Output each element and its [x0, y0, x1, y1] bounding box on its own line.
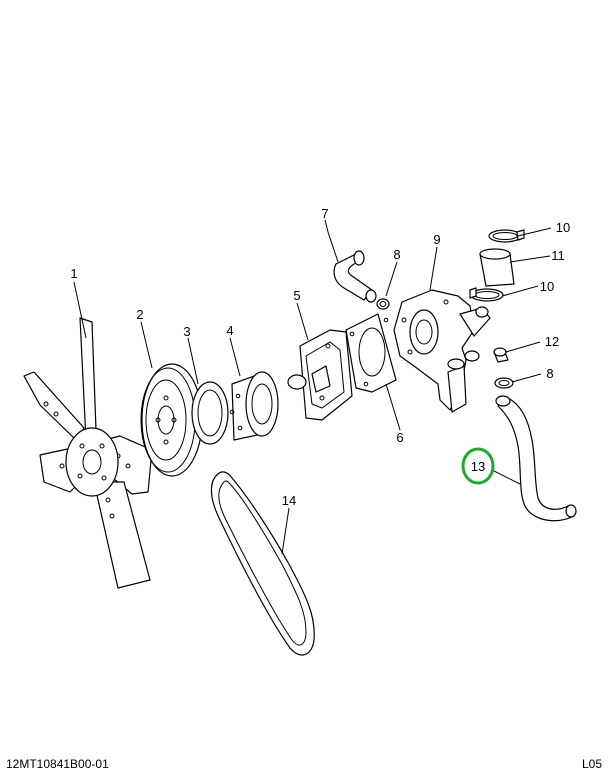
water-pump-body[interactable] [393, 289, 491, 413]
callout-6[interactable]: 6 [396, 430, 403, 445]
fan-hub[interactable] [229, 371, 279, 441]
hose-clamp-upper[interactable] [488, 229, 525, 243]
fan-pulley[interactable] [140, 363, 203, 477]
callout-5[interactable]: 5 [293, 288, 300, 303]
pulley-spacer[interactable] [191, 381, 229, 445]
sheet-label: L05 [581, 757, 602, 771]
drain-plug[interactable] [493, 347, 509, 363]
callout-10-upper[interactable]: 10 [556, 220, 570, 235]
o-ring-lower[interactable] [494, 377, 514, 389]
bypass-hose[interactable] [495, 395, 577, 522]
callout-2[interactable]: 2 [136, 307, 143, 322]
callout-1[interactable]: 1 [70, 266, 77, 281]
callout-12[interactable]: 12 [545, 334, 559, 349]
hose-coupling-sleeve[interactable] [479, 248, 515, 287]
leader-lines [73, 219, 552, 555]
drawing-number: 12MT10841B00-01 [6, 757, 109, 771]
o-ring-upper[interactable] [376, 298, 390, 310]
callout-10-lower[interactable]: 10 [540, 279, 554, 294]
callout-11[interactable]: 11 [551, 248, 565, 263]
callout-9[interactable]: 9 [433, 232, 440, 247]
inlet-elbow-hose[interactable] [333, 250, 377, 303]
callout-13[interactable]: 13 [471, 459, 485, 474]
drive-belt[interactable] [210, 471, 315, 656]
callout-14[interactable]: 14 [282, 493, 296, 508]
fan-assembly[interactable] [23, 317, 153, 589]
pump-housing-cover[interactable] [287, 329, 353, 421]
callout-7[interactable]: 7 [321, 206, 328, 221]
callout-3[interactable]: 3 [183, 324, 190, 339]
callout-13-highlight [461, 447, 495, 485]
callout-8-upper[interactable]: 8 [393, 247, 400, 262]
hose-clamp-lower[interactable] [469, 287, 504, 302]
pump-gasket[interactable] [345, 313, 397, 393]
callout-8-lower[interactable]: 8 [546, 366, 553, 381]
callout-4[interactable]: 4 [226, 323, 233, 338]
